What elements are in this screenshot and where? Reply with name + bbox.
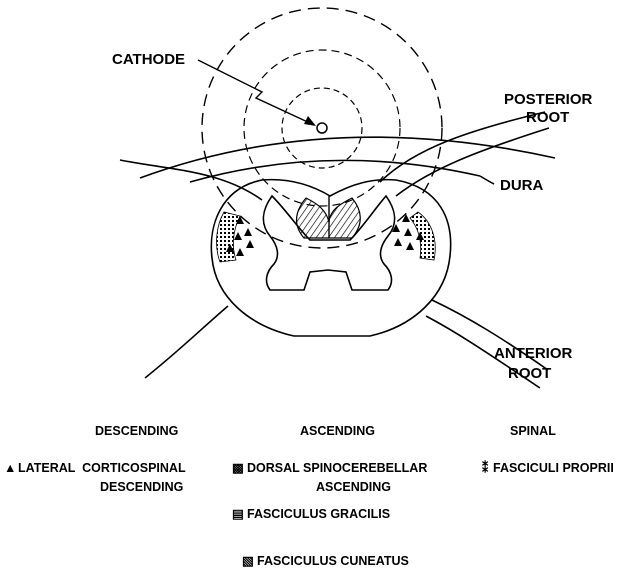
legend-symbol-fasciculus-cuneatus: ▧	[242, 554, 254, 568]
dura-label: DURA	[500, 177, 543, 194]
legend-dorsal-spinocerebellar: DORSAL SPINOCEREBELLAR	[247, 461, 427, 475]
legend-header-spinal: SPINAL	[510, 424, 556, 438]
posterior-root-label-line1: POSTERIOR	[504, 91, 593, 108]
legend-dorsal-spinocerebellar-sub: ASCENDING	[316, 480, 391, 494]
cathode-pointer-arrowhead	[304, 116, 316, 126]
legend-header-ascending: ASCENDING	[300, 424, 375, 438]
legend-symbol-fasciculus-gracilis: ▤	[232, 507, 244, 521]
cathode-label: CATHODE	[112, 51, 185, 68]
legend-header-descending: DESCENDING	[95, 424, 178, 438]
dura-arc-end	[480, 176, 494, 184]
legend-lateral-corticospinal: LATERAL CORTICOSPINAL	[18, 461, 186, 475]
legend-symbol-dorsal-spinocerebellar: ▩	[232, 461, 244, 475]
cathode-electrode	[317, 123, 327, 133]
legend-lateral-corticospinal-sub: DESCENDING	[100, 480, 183, 494]
posterior-root-left	[120, 160, 262, 200]
legend-fasciculi-proprii: FASCICULI PROPRII	[493, 461, 614, 475]
legend-fasciculus-cuneatus: FASCICULUS CUNEATUS	[257, 554, 409, 568]
cathode-pointer-line	[198, 60, 312, 124]
anterior-root-label-line2: ROOT	[508, 365, 551, 382]
anterior-root-label-line1: ANTERIOR	[494, 345, 573, 362]
posterior-root-label-line2: ROOT	[526, 109, 569, 126]
dorsal-spinocerebellar-right	[410, 212, 435, 260]
legend-symbol-fasciculi-proprii: ⁑	[482, 460, 489, 475]
anterior-root-left	[145, 306, 228, 378]
dura-outer-arc	[140, 137, 555, 178]
legend-fasciculus-gracilis: FASCICULUS GRACILIS	[247, 507, 390, 521]
legend-symbol-lateral-corticospinal: ▲	[4, 461, 16, 475]
